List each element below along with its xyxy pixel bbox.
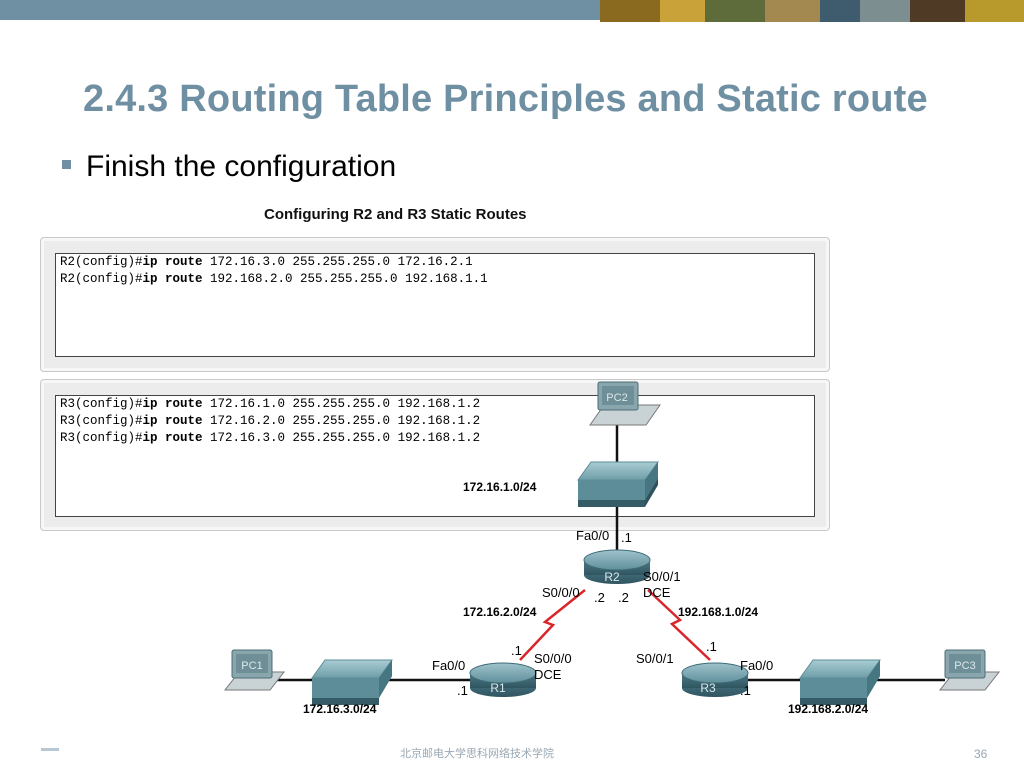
cli-command: ip route xyxy=(142,414,203,428)
host-label: .1 xyxy=(706,639,717,654)
router-icon xyxy=(681,662,749,697)
pc-icon xyxy=(938,649,1001,691)
cli-args: 192.168.2.0 255.255.255.0 192.168.1.1 xyxy=(202,272,488,286)
host-label: .1 xyxy=(511,643,522,658)
host-label: .1 xyxy=(740,683,751,698)
slide-title: 2.4.3 Routing Table Principles and Stati… xyxy=(83,78,928,120)
footer-logo xyxy=(41,748,59,751)
cli-line: R3(config)#ip route 172.16.1.0 255.255.2… xyxy=(60,396,480,413)
device-name-pc3: PC3 xyxy=(954,660,975,672)
cli-prompt: R2(config)# xyxy=(60,272,143,286)
page-number: 36 xyxy=(974,747,988,761)
cli-prompt: R2(config)# xyxy=(60,255,143,269)
router-icon xyxy=(583,549,651,584)
cli-line: R3(config)#ip route 172.16.3.0 255.255.2… xyxy=(60,430,480,447)
network-label: 192.168.1.0/24 xyxy=(678,605,759,619)
device-name-r2: R2 xyxy=(604,570,620,584)
cli-command: ip route xyxy=(142,272,203,286)
network-label: 172.16.2.0/24 xyxy=(463,605,537,619)
cli-args: 172.16.3.0 255.255.255.0 172.16.2.1 xyxy=(202,255,473,269)
switch-icon xyxy=(799,659,881,705)
network-label: 192.168.2.0/24 xyxy=(788,702,869,716)
r3-config-panel: R3(config)#ip route 172.16.1.0 255.255.2… xyxy=(40,379,830,531)
host-label: .1 xyxy=(621,530,632,545)
host-label: .2 xyxy=(618,590,629,605)
switch-icon xyxy=(577,461,659,507)
cli-prompt: R3(config)# xyxy=(60,397,143,411)
r2-cli-box: R2(config)#ip route 172.16.3.0 255.255.2… xyxy=(55,253,815,357)
header-photo-strip xyxy=(600,0,1024,22)
device-name-r1: R1 xyxy=(490,681,506,695)
device-name-pc2: PC2 xyxy=(606,392,627,404)
bullet-text: Finish the configuration xyxy=(86,150,397,183)
serial-link-r1-r2 xyxy=(519,589,586,661)
interface-label: Fa0/0 xyxy=(576,528,610,543)
footer-text: 北京邮电大学思科网络技术学院 xyxy=(400,748,554,760)
interface-label: Fa0/0 xyxy=(740,658,774,673)
dce-label: DCE xyxy=(534,667,562,682)
cli-args: 172.16.3.0 255.255.255.0 192.168.1.2 xyxy=(202,431,481,445)
cli-command: ip route xyxy=(142,397,203,411)
cli-line: R2(config)#ip route 172.16.3.0 255.255.2… xyxy=(60,254,473,271)
interface-label: S0/0/0 xyxy=(534,651,572,666)
device-name-pc1: PC1 xyxy=(241,660,262,672)
dce-label: DCE xyxy=(643,585,671,600)
pc-icon xyxy=(589,381,661,426)
interface-label: S0/0/0 xyxy=(542,585,580,600)
device-name-r3: R3 xyxy=(700,681,716,695)
cli-line: R3(config)#ip route 172.16.2.0 255.255.2… xyxy=(60,413,480,430)
network-label: 172.16.3.0/24 xyxy=(303,702,377,716)
cli-args: 172.16.1.0 255.255.255.0 192.168.1.2 xyxy=(202,397,481,411)
cli-command: ip route xyxy=(142,255,203,269)
cli-prompt: R3(config)# xyxy=(60,414,143,428)
figure-caption: Configuring R2 and R3 Static Routes xyxy=(264,206,527,223)
switch-icon xyxy=(311,659,393,705)
bullet-marker xyxy=(62,160,71,169)
r3-cli-box: R3(config)#ip route 172.16.1.0 255.255.2… xyxy=(55,395,815,517)
interface-label: Fa0/0 xyxy=(432,658,466,673)
cli-prompt: R3(config)# xyxy=(60,431,143,445)
pc-icon xyxy=(223,649,286,691)
interface-label: S0/0/1 xyxy=(643,569,681,584)
interface-label: S0/0/1 xyxy=(636,651,674,666)
cli-command: ip route xyxy=(142,431,203,445)
r2-config-panel: R2(config)#ip route 172.16.3.0 255.255.2… xyxy=(40,237,830,372)
cli-line: R2(config)#ip route 192.168.2.0 255.255.… xyxy=(60,271,488,288)
host-label: .1 xyxy=(457,683,468,698)
network-label: 172.16.1.0/24 xyxy=(463,480,537,494)
host-label: .2 xyxy=(594,590,605,605)
cli-args: 172.16.2.0 255.255.255.0 192.168.1.2 xyxy=(202,414,481,428)
router-icon xyxy=(469,662,537,697)
serial-link-r2-r3 xyxy=(647,589,711,661)
